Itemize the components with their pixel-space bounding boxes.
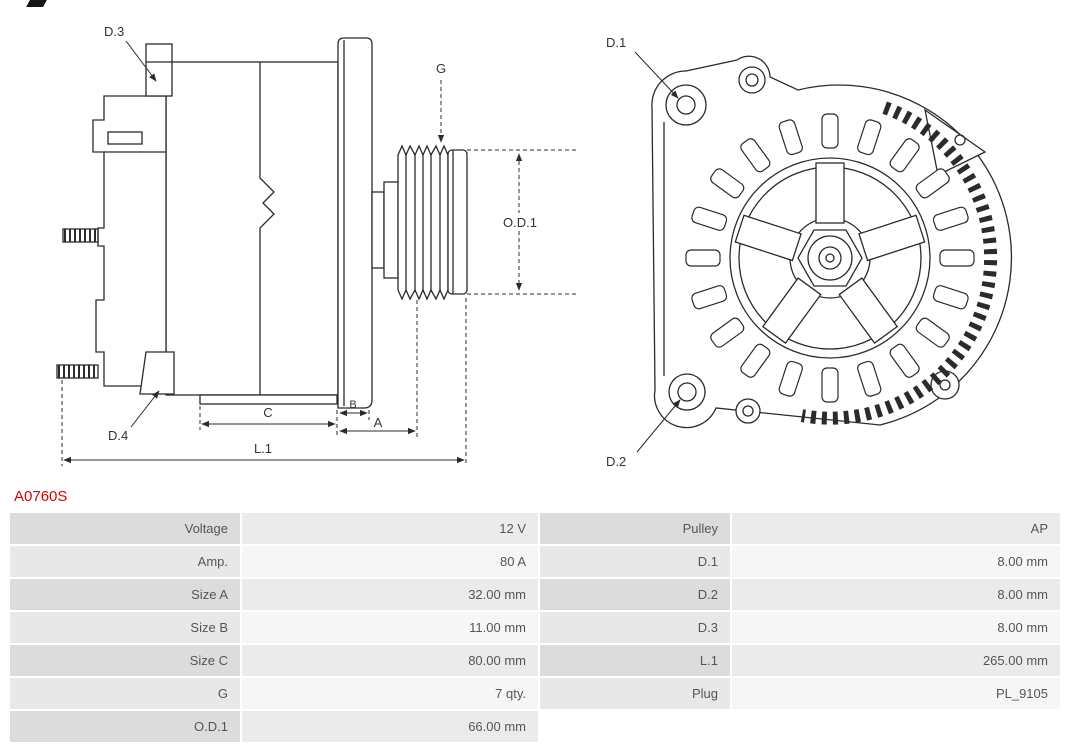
label-c: C [263,405,272,420]
dim-od1: O.D.1 [467,149,576,295]
dim-g: G [436,61,446,143]
table-row: Size A 32.00 mm D.2 8.00 mm [10,579,1060,610]
spec-label: Plug [540,678,730,709]
rear-cover [92,95,167,387]
spec-label: D.2 [540,579,730,610]
spec-label: Size B [10,612,240,643]
spec-label: O.D.1 [10,711,240,742]
shaft-spacer [371,191,385,269]
shaft-end [818,246,842,270]
label-l1: L.1 [254,441,272,456]
spec-table: Voltage 12 V Pulley AP Amp. 80 A D.1 8.0… [10,513,1060,742]
label-d4: D.4 [108,428,128,443]
front-view-drawing: D.1 D.2 [606,35,1013,469]
label-d3: D.3 [104,24,124,39]
label-b: B [349,399,356,411]
label-d2: D.2 [606,454,626,469]
mounting-hole-d2-boss [668,373,706,411]
mounting-hole-d3-boss [738,66,766,94]
spec-value: AP [732,513,1060,544]
spec-label: G [10,678,240,709]
spec-value-empty [732,711,1060,742]
spec-value: 7 qty. [242,678,538,709]
dim-d1: D.1 [606,35,679,99]
dim-d2: D.2 [606,399,681,469]
mounting-hole-aux-boss [735,398,761,424]
mounting-hole-d3 [745,73,759,87]
spec-value: 66.00 mm [242,711,538,742]
top-mounting-ear [145,43,173,97]
pulley-front [729,157,931,359]
body-seam [259,62,275,395]
spec-value: 80 A [242,546,538,577]
spec-value: 265.00 mm [732,645,1060,676]
side-view-drawing [56,37,468,409]
spec-label: Voltage [10,513,240,544]
spec-value: 12 V [242,513,538,544]
dim-d3: D.3 [104,24,157,82]
spec-label-empty [540,711,730,742]
spec-label: Amp. [10,546,240,577]
mounting-hole-d1 [676,95,696,115]
spec-value: 8.00 mm [732,579,1060,610]
technical-drawing: D.3 D.4 G O.D.1 B C [56,24,1013,469]
spec-value: 8.00 mm [732,546,1060,577]
spec-label: Size A [10,579,240,610]
dim-b: B [339,399,368,417]
table-row: Amp. 80 A D.1 8.00 mm [10,546,1060,577]
dim-l1: L.1 [63,441,465,464]
front-bracket [337,37,373,409]
side-view-dimensions: D.3 D.4 G O.D.1 B C [61,24,576,466]
spec-label: Pulley [540,513,730,544]
label-g: G [436,61,446,76]
spec-label: Size C [10,645,240,676]
spec-value: 80.00 mm [242,645,538,676]
part-number: A0760S [14,488,68,505]
spec-value: 8.00 mm [732,612,1060,643]
spec-label: D.3 [540,612,730,643]
table-row: Size B 11.00 mm D.3 8.00 mm [10,612,1060,643]
dim-c: C [201,405,336,428]
table-row: Voltage 12 V Pulley AP [10,513,1060,544]
table-row: G 7 qty. Plug PL_9105 [10,678,1060,709]
dim-d4: D.4 [108,390,160,443]
table-row: Size C 80.00 mm L.1 265.00 mm [10,645,1060,676]
label-a: A [374,415,383,430]
regulator-detail [107,131,143,145]
label-d1: D.1 [606,35,626,50]
spec-value: 32.00 mm [242,579,538,610]
spec-value: PL_9105 [732,678,1060,709]
pulley-flange [447,149,468,295]
spec-label: D.1 [540,546,730,577]
dim-a: A [339,415,416,435]
mounting-hole-d2 [677,382,697,402]
label-od1: O.D.1 [503,215,537,230]
bottom-mounting-lug [139,351,175,395]
alternator-body [165,61,339,396]
body-bottom-step [199,394,338,405]
spec-value: 11.00 mm [242,612,538,643]
table-row: O.D.1 66.00 mm [10,711,1056,742]
mounting-hole-aux [742,405,754,417]
spec-label: L.1 [540,645,730,676]
